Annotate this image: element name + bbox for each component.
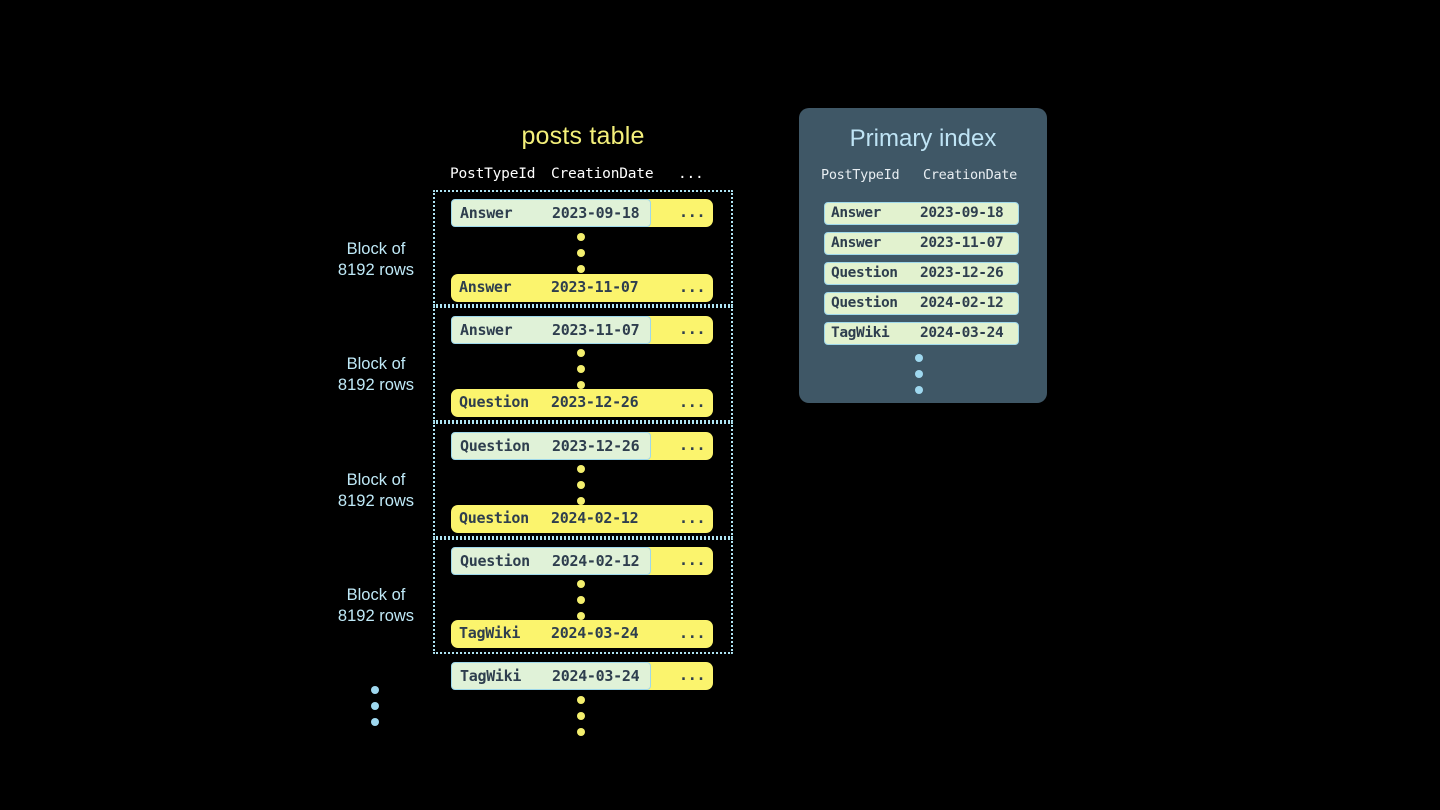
index-cell-posttypeid: TagWiki <box>831 325 890 341</box>
cell-ellipsis: ... <box>679 203 706 221</box>
block-label-2: Block of 8192 rows <box>301 354 451 396</box>
posts-table-title: posts table <box>521 122 645 150</box>
primary-index-column-headers: PostTypeId CreationDate <box>799 167 1047 187</box>
block-label-4: Block of 8192 rows <box>301 585 451 627</box>
row-gap-dots <box>577 349 587 397</box>
primary-index-panel: Primary index PostTypeId CreationDate An… <box>799 108 1047 403</box>
row-gap-dots <box>577 580 587 628</box>
cell-ellipsis: ... <box>679 509 706 527</box>
block-label-4-line2: 8192 rows <box>337 607 415 625</box>
block-boundary-2 <box>433 306 733 422</box>
block-label-1-line2: 8192 rows <box>337 261 415 279</box>
cell-ellipsis: ... <box>679 393 706 411</box>
index-cell-posttypeid: Question <box>831 265 898 281</box>
index-cell-posttypeid: Answer <box>831 205 881 221</box>
block-label-1-line1: Block of <box>346 240 406 258</box>
cell-creationdate: 2023-12-26 <box>551 393 639 411</box>
cell-posttypeid: Question <box>459 509 529 527</box>
table-row-trailing[interactable]: TagWiki 2024-03-24 ... <box>451 662 713 690</box>
row-gap-dots <box>577 233 587 281</box>
index-cell-creationdate: 2024-02-12 <box>920 295 1004 311</box>
index-row[interactable]: Answer 2023-09-18 <box>824 202 1019 225</box>
cell-creationdate: 2023-11-07 <box>552 321 640 339</box>
cell-posttypeid: Answer <box>460 321 513 339</box>
table-row[interactable]: Question 2024-02-12 ... <box>451 505 713 533</box>
index-cell-creationdate: 2024-03-24 <box>920 325 1004 341</box>
cell-creationdate: 2024-02-12 <box>551 509 639 527</box>
table-row[interactable]: Answer 2023-11-07 ... <box>451 274 713 302</box>
blocks-continuation-dots <box>371 686 381 734</box>
index-row[interactable]: Question 2024-02-12 <box>824 292 1019 315</box>
index-cell-posttypeid: Question <box>831 295 898 311</box>
table-row[interactable]: Question 2023-12-26 ... <box>451 389 713 417</box>
row-gap-dots <box>577 465 587 513</box>
index-cell-posttypeid: Answer <box>831 235 881 251</box>
table-row[interactable]: TagWiki 2024-03-24 ... <box>451 620 713 648</box>
row-cells: TagWiki 2024-03-24 <box>451 620 651 648</box>
column-header-posttypeid: PostTypeId <box>450 166 536 182</box>
block-label-2-line1: Block of <box>346 355 406 373</box>
cell-creationdate: 2024-03-24 <box>551 624 639 642</box>
primary-index-title: Primary index <box>849 125 997 152</box>
index-column-header-posttypeid: PostTypeId <box>821 167 900 183</box>
index-cell-creationdate: 2023-11-07 <box>920 235 1004 251</box>
index-cell-creationdate: 2023-12-26 <box>920 265 1004 281</box>
block-boundary-1 <box>433 190 733 306</box>
cell-posttypeid: Answer <box>460 204 513 222</box>
cell-ellipsis: ... <box>679 436 706 454</box>
row-highlight-region: Answer 2023-09-18 <box>451 199 651 227</box>
block-boundary-3 <box>433 422 733 538</box>
table-continuation-dots <box>577 696 587 744</box>
cell-creationdate: 2024-03-24 <box>552 667 640 685</box>
index-column-header-creationdate: CreationDate <box>923 167 1017 183</box>
row-cells: Question 2024-02-12 <box>451 505 651 533</box>
cell-creationdate: 2023-12-26 <box>552 437 640 455</box>
block-label-2-line2: 8192 rows <box>337 376 415 394</box>
block-label-3: Block of 8192 rows <box>301 470 451 512</box>
cell-posttypeid: Question <box>460 552 530 570</box>
cell-posttypeid: TagWiki <box>460 667 522 685</box>
cell-ellipsis: ... <box>679 551 706 569</box>
block-boundary-4 <box>433 538 733 654</box>
index-cell-creationdate: 2023-09-18 <box>920 205 1004 221</box>
column-header-ellipsis: ... <box>678 166 704 182</box>
row-highlight-region: Question 2023-12-26 <box>451 432 651 460</box>
cell-posttypeid: Question <box>460 437 530 455</box>
block-label-3-line2: 8192 rows <box>337 492 415 510</box>
cell-ellipsis: ... <box>679 278 706 296</box>
row-cells: Answer 2023-11-07 <box>451 274 651 302</box>
table-row[interactable]: Question 2024-02-12 ... <box>451 547 713 575</box>
index-row[interactable]: TagWiki 2024-03-24 <box>824 322 1019 345</box>
cell-posttypeid: Question <box>459 393 529 411</box>
table-row[interactable]: Answer 2023-09-18 ... <box>451 199 713 227</box>
row-highlight-region: Answer 2023-11-07 <box>451 316 651 344</box>
cell-creationdate: 2023-11-07 <box>551 278 639 296</box>
table-row[interactable]: Answer 2023-11-07 ... <box>451 316 713 344</box>
index-row[interactable]: Question 2023-12-26 <box>824 262 1019 285</box>
column-header-creationdate: CreationDate <box>551 166 654 182</box>
row-cells: Question 2023-12-26 <box>451 389 651 417</box>
index-row[interactable]: Answer 2023-11-07 <box>824 232 1019 255</box>
table-row[interactable]: Question 2023-12-26 ... <box>451 432 713 460</box>
block-label-4-line1: Block of <box>346 586 406 604</box>
posts-table-column-headers: PostTypeId CreationDate ... <box>433 166 733 186</box>
cell-ellipsis: ... <box>679 320 706 338</box>
index-continuation-dots <box>915 354 925 402</box>
cell-creationdate: 2023-09-18 <box>552 204 640 222</box>
cell-posttypeid: Answer <box>459 278 512 296</box>
row-highlight-region: TagWiki 2024-03-24 <box>451 662 651 690</box>
row-highlight-region: Question 2024-02-12 <box>451 547 651 575</box>
cell-ellipsis: ... <box>679 624 706 642</box>
block-label-3-line1: Block of <box>346 471 406 489</box>
cell-posttypeid: TagWiki <box>459 624 521 642</box>
cell-creationdate: 2024-02-12 <box>552 552 640 570</box>
cell-ellipsis: ... <box>679 666 706 684</box>
block-label-1: Block of 8192 rows <box>301 239 451 281</box>
